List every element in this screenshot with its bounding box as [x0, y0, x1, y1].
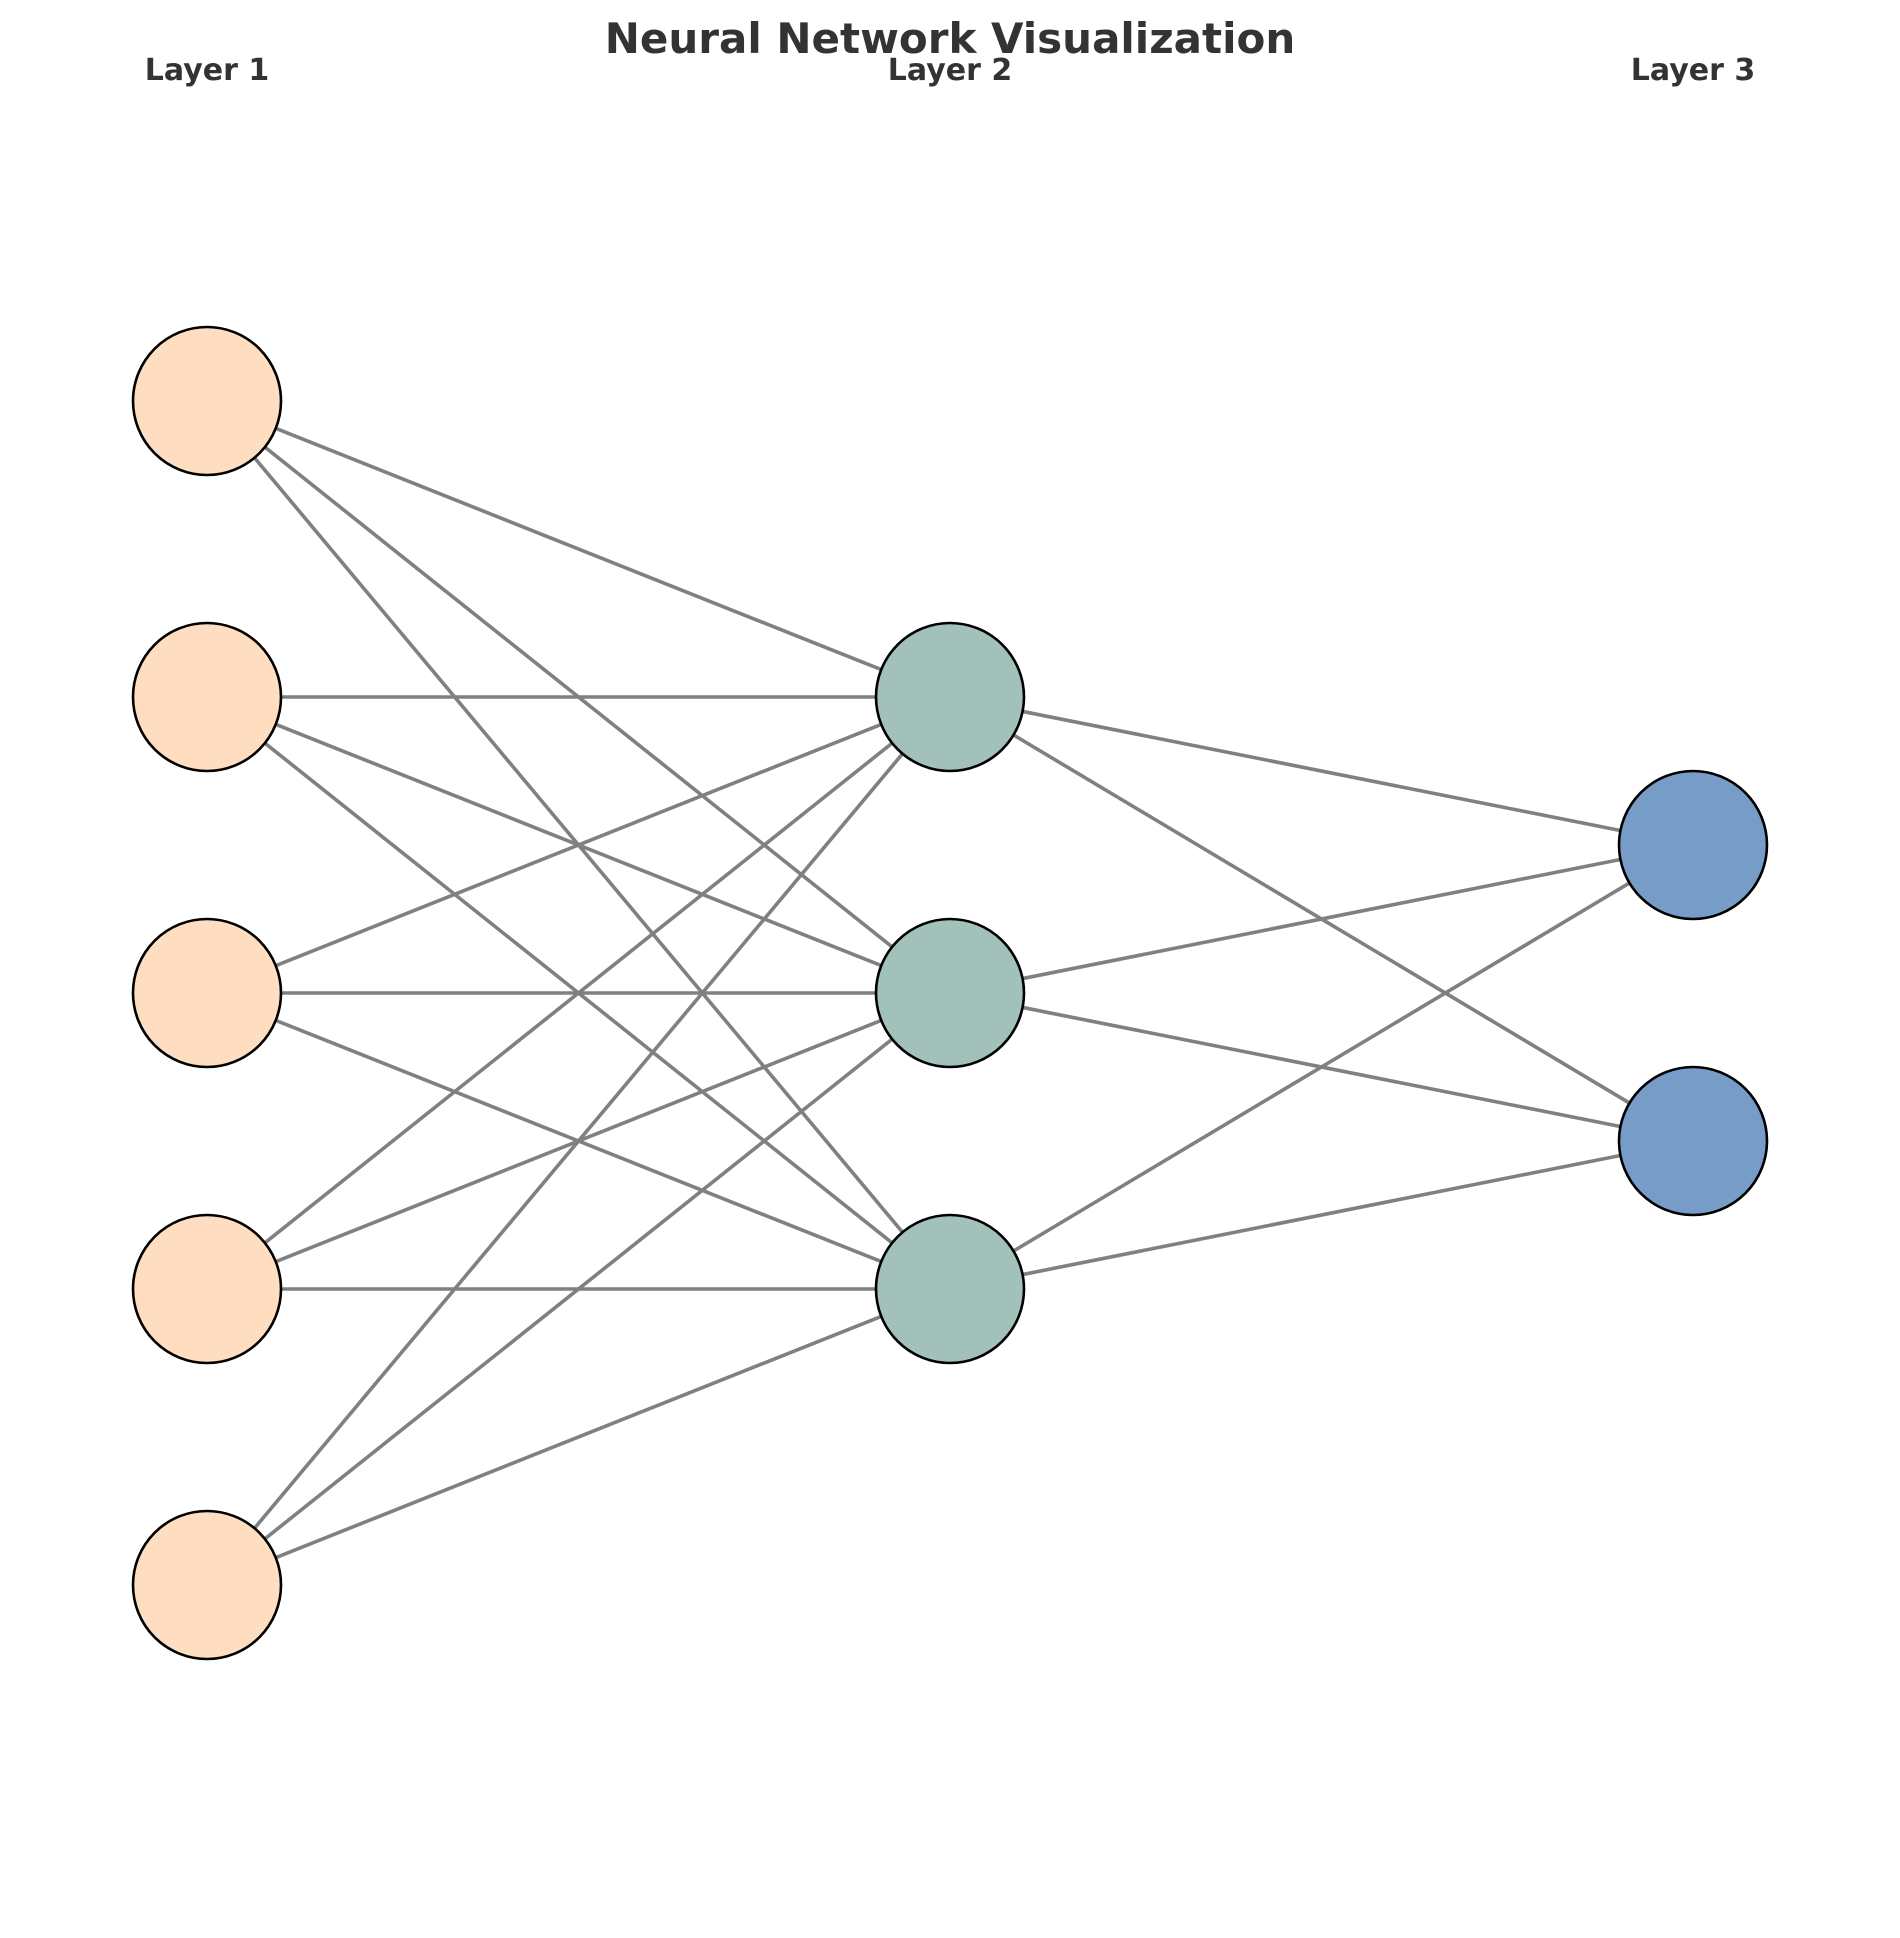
neuron-layer1-5 — [131, 1509, 283, 1661]
neuron-layer2-2 — [874, 917, 1026, 1069]
layer-label-2: Layer 2 — [888, 53, 1012, 88]
neuron-layer3-1 — [1617, 769, 1769, 921]
edge-l2n3-l3n1 — [949, 843, 1694, 1291]
edge-l1n4-l2n1 — [205, 695, 952, 1291]
edge-l2n3-l3n2 — [949, 1139, 1694, 1291]
edge-l2n2-l3n1 — [949, 843, 1694, 995]
edges-group — [205, 399, 1694, 1587]
edge-l1n5-l2n1 — [205, 695, 952, 1587]
neuron-layer1-1 — [131, 325, 283, 477]
edge-l1n1-l2n1 — [206, 399, 951, 699]
layer-label-3: Layer 3 — [1631, 53, 1755, 88]
diagram-title: Neural Network Visualization — [605, 14, 1295, 63]
edge-l2n1-l3n1 — [949, 695, 1694, 847]
labels-group: Neural Network Visualization Layer 1 Lay… — [145, 14, 1755, 88]
neuron-layer2-3 — [874, 1213, 1026, 1365]
edge-l1n5-l2n2 — [205, 991, 952, 1587]
neuron-layer1-4 — [131, 1213, 283, 1365]
edge-l1n3-l2n1 — [206, 695, 951, 995]
neuron-layer1-2 — [131, 621, 283, 773]
neuron-layer1-3 — [131, 917, 283, 1069]
edge-l1n5-l2n3 — [206, 1287, 951, 1587]
neurons-group — [131, 325, 1769, 1661]
neuron-layer2-1 — [874, 621, 1026, 773]
neuron-layer3-2 — [1617, 1065, 1769, 1217]
layer-label-1: Layer 1 — [145, 53, 269, 88]
